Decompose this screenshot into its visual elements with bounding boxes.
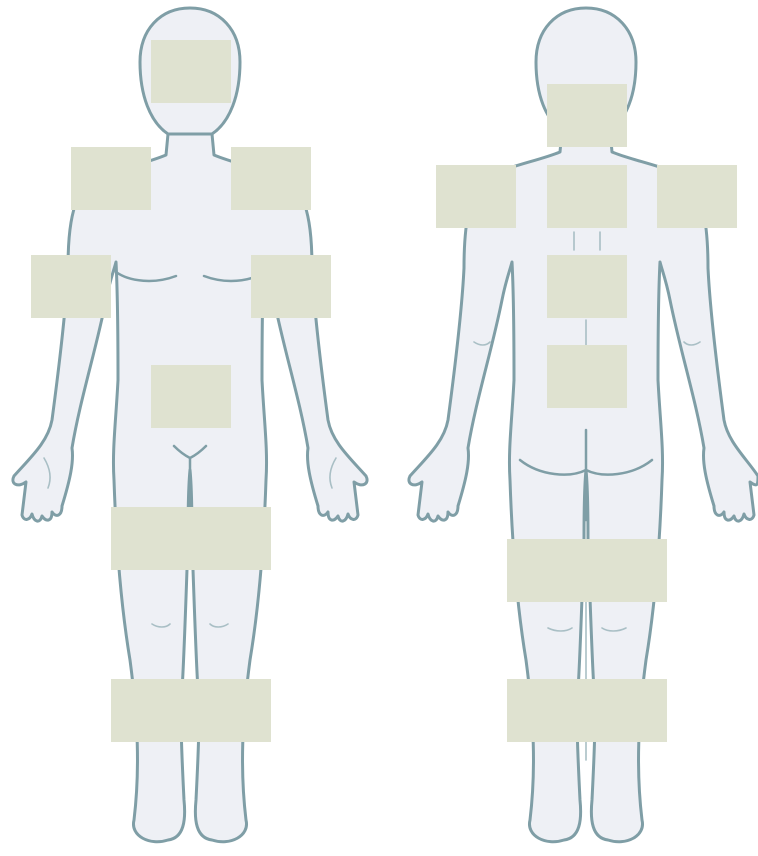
front-abdomen-label-box[interactable] (151, 365, 231, 428)
front-shins-label-box[interactable] (111, 679, 271, 742)
back-neck-label-box[interactable] (547, 84, 627, 147)
back-calves-label-box[interactable] (507, 679, 667, 742)
back-upper-back-label-box[interactable] (547, 165, 627, 228)
front-head-label-box[interactable] (151, 40, 231, 103)
back-lower-back-label-box[interactable] (547, 345, 627, 408)
back-mid-back-label-box[interactable] (547, 255, 627, 318)
front-right-arm-label-box[interactable] (31, 255, 111, 318)
back-thighs-label-box[interactable] (507, 539, 667, 602)
front-left-shoulder-label-box[interactable] (231, 147, 311, 210)
back-right-shoulder-label-box[interactable] (657, 165, 737, 228)
back-left-shoulder-label-box[interactable] (436, 165, 516, 228)
front-left-arm-label-box[interactable] (251, 255, 331, 318)
front-right-shoulder-label-box[interactable] (71, 147, 151, 210)
front-thighs-label-box[interactable] (111, 507, 271, 570)
